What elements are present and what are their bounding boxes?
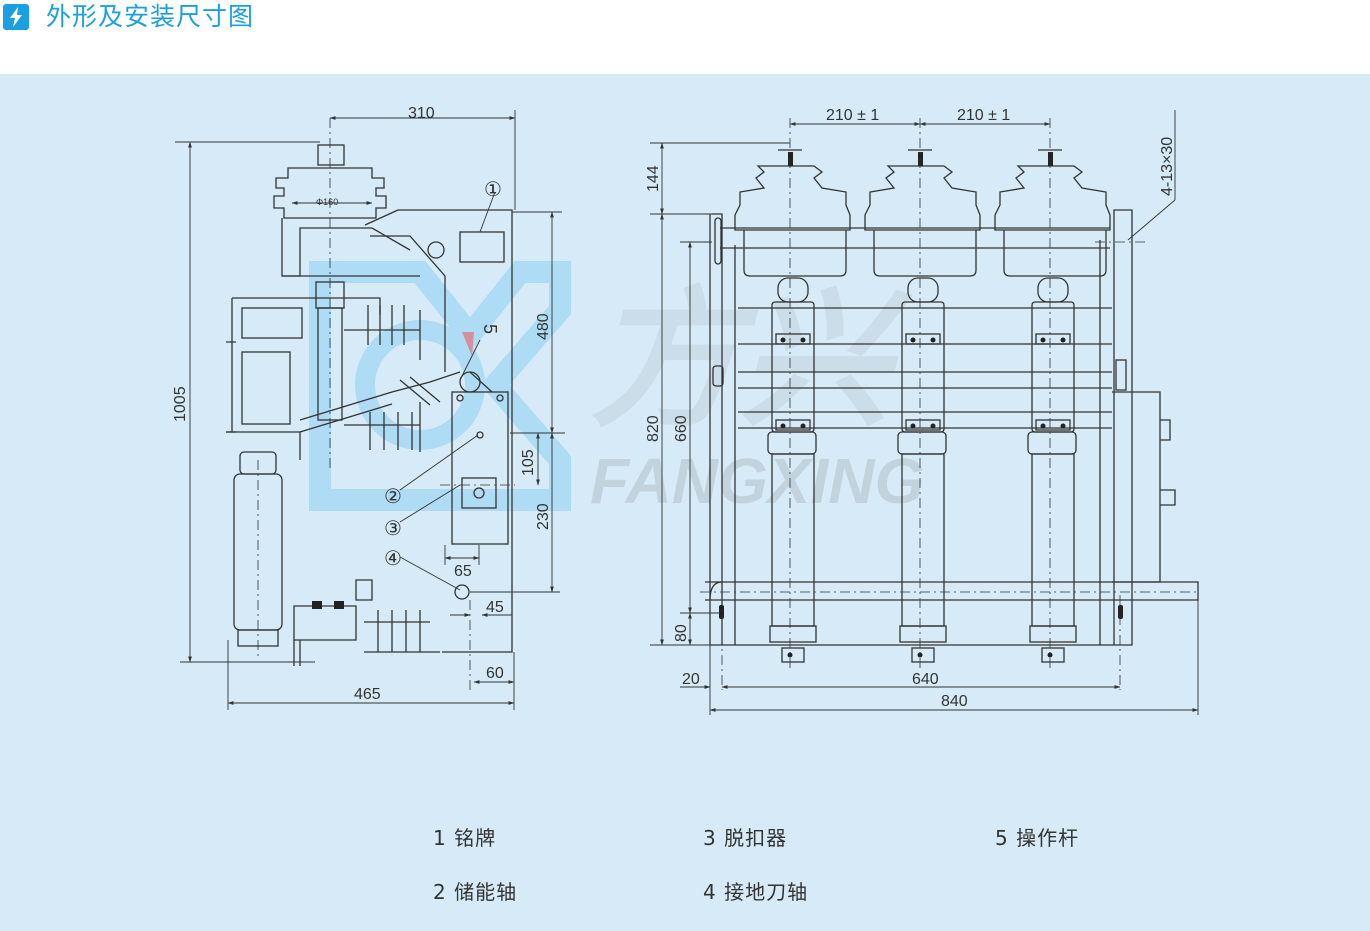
legend-item-trip-unit: 3 脱扣器	[703, 826, 788, 850]
dim-width-total: 465	[354, 686, 381, 703]
watermark-text: FANGXING	[590, 445, 924, 517]
pole-assembly	[734, 149, 1111, 663]
legend-item-storage-shaft: 2 储能轴	[433, 880, 518, 904]
callout-5: 5	[480, 324, 500, 334]
dim-h230: 230	[535, 503, 552, 530]
lightning-icon	[3, 4, 29, 30]
dim-width-top: 310	[408, 105, 435, 122]
dim-h80: 80	[673, 624, 690, 642]
dim-w20: 20	[682, 671, 700, 688]
svg-text:方兴: 方兴	[590, 276, 914, 444]
callout-4: ④	[384, 548, 402, 570]
dim-insulator-dia: Φ160	[316, 197, 338, 207]
front-view-drawing	[705, 209, 1199, 646]
dim-h105: 105	[520, 449, 537, 476]
dim-w60: 60	[486, 665, 504, 682]
dim-w65: 65	[454, 563, 472, 580]
page-title: 外形及安装尺寸图	[46, 2, 255, 31]
dim-h144: 144	[645, 165, 662, 192]
dim-h660: 660	[673, 415, 690, 442]
legend-item-earthing-shaft: 4 接地刀轴	[703, 880, 809, 904]
dim-pitch-2: 210 ± 1	[957, 107, 1010, 124]
dim-h480: 480	[535, 313, 552, 340]
dim-height-total: 1005	[172, 386, 189, 422]
callout-1: ①	[484, 179, 502, 201]
dim-slot: 4-13×30	[1159, 137, 1176, 196]
drawing-panel	[0, 74, 1370, 931]
legend-item-nameplate: 1 铭牌	[433, 826, 497, 850]
dim-w640: 640	[912, 671, 939, 688]
callout-3: ③	[384, 518, 402, 540]
dim-w840: 840	[941, 693, 968, 710]
callout-2: ②	[384, 486, 402, 508]
dim-w45: 45	[486, 599, 504, 616]
dim-pitch-1: 210 ± 1	[826, 107, 879, 124]
dim-h820: 820	[645, 415, 662, 442]
legend-item-operating-rod: 5 操作杆	[995, 826, 1080, 850]
page-header: 外形及安装尺寸图	[0, 0, 1370, 74]
watermark-logo: 方兴	[309, 261, 914, 511]
